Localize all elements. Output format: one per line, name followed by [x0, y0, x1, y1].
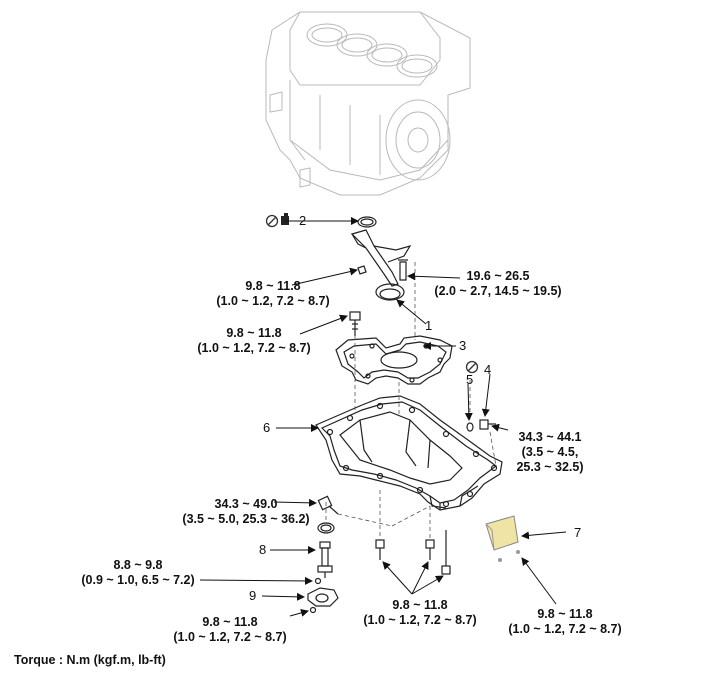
- baffle-bolt: [349, 311, 361, 336]
- engine-block: [265, 11, 471, 196]
- o-ring-symbol-icon: [281, 213, 289, 225]
- spec-pan-bolts: 9.8 ~ 11.8 (1.0 ~ 1.2, 7.2 ~ 8.7): [340, 598, 500, 628]
- spec-level-sensor-bolt: 9.8 ~ 11.8 (1.0 ~ 1.2, 7.2 ~ 8.7): [150, 615, 310, 645]
- part-number-1: 1: [425, 318, 433, 333]
- part-number-8: 8: [259, 542, 267, 557]
- spec-cover-bolts: 9.8 ~ 11.8 (1.0 ~ 1.2, 7.2 ~ 8.7): [485, 607, 645, 637]
- spec-line: (3.5 ~ 4.5,: [521, 445, 579, 459]
- spec-pan-side-bolt: 34.3 ~ 49.0 (3.5 ~ 5.0, 25.3 ~ 36.2): [161, 497, 331, 527]
- part-number-5: 5: [466, 372, 474, 387]
- drain-plug-gasket: [466, 422, 474, 432]
- spec-line: 8.8 ~ 9.8: [113, 558, 163, 572]
- spec-line: 34.3 ~ 44.1: [518, 430, 582, 444]
- spec-line: 34.3 ~ 49.0: [214, 497, 278, 511]
- pan-bolt-long: [441, 530, 451, 575]
- spec-line: 19.6 ~ 26.5: [466, 269, 530, 283]
- spec-drain-plug: 34.3 ~ 44.1 (3.5 ~ 4.5, 25.3 ~ 32.5): [500, 430, 600, 475]
- drain-plug: [479, 419, 496, 430]
- spec-line: 9.8 ~ 11.8: [245, 279, 301, 293]
- torque-legend: Torque : N.m (kgf.m, lb-ft): [14, 653, 166, 667]
- spec-line: 9.8 ~ 11.8: [226, 326, 282, 340]
- spec-line: (1.0 ~ 1.2, 7.2 ~ 8.7): [173, 630, 287, 644]
- spec-oil-screen-bolt: 19.6 ~ 26.5 (2.0 ~ 2.7, 14.5 ~ 19.5): [418, 269, 578, 299]
- pan-bolt: [425, 539, 435, 560]
- spec-line: (1.0 ~ 1.2, 7.2 ~ 8.7): [363, 613, 477, 627]
- sensor-plug: [314, 577, 322, 585]
- level-sensor-bolt: [309, 606, 317, 614]
- spec-baffle-bolt: 9.8 ~ 11.8 (1.0 ~ 1.2, 7.2 ~ 8.7): [174, 326, 334, 356]
- oil-pan-side-bolt: [317, 495, 339, 515]
- spec-line: (0.9 ~ 1.0, 6.5 ~ 7.2): [81, 573, 195, 587]
- spec-line: 9.8 ~ 11.8: [392, 598, 448, 612]
- do-not-reuse-icon: [465, 360, 479, 374]
- part-number-2: 2: [299, 213, 307, 228]
- sensor-o-ring: [317, 522, 335, 534]
- spec-line: (1.0 ~ 1.2, 7.2 ~ 8.7): [508, 622, 622, 636]
- part-number-7: 7: [574, 525, 582, 540]
- leader-lines: [199, 217, 567, 617]
- spec-line: (3.5 ~ 5.0, 25.3 ~ 36.2): [182, 512, 310, 526]
- oil-level-sensor: [317, 541, 333, 578]
- alignment-lines: [325, 262, 497, 540]
- cover-plate: [485, 515, 520, 562]
- part-number-9: 9: [249, 588, 257, 603]
- spec-line: (2.0 ~ 2.7, 14.5 ~ 19.5): [434, 284, 562, 298]
- spec-line: (1.0 ~ 1.2, 7.2 ~ 8.7): [197, 341, 311, 355]
- spec-line: 9.8 ~ 11.8: [202, 615, 258, 629]
- part-number-6: 6: [263, 420, 271, 435]
- spec-oil-screen-nut: 9.8 ~ 11.8 (1.0 ~ 1.2, 7.2 ~ 8.7): [193, 279, 353, 309]
- do-not-reuse-icon: [265, 214, 279, 228]
- spec-line: 9.8 ~ 11.8: [537, 607, 593, 621]
- level-sensor-bracket: [307, 587, 339, 607]
- pan-bolt: [375, 539, 385, 560]
- oil-screen-nut: [357, 265, 367, 275]
- oil-pan: [315, 395, 503, 511]
- spec-line: 25.3 ~ 32.5): [516, 460, 584, 474]
- part-number-4: 4: [484, 362, 492, 377]
- spec-sensor-plug: 8.8 ~ 9.8 (0.9 ~ 1.0, 6.5 ~ 7.2): [63, 558, 213, 588]
- spec-line: (1.0 ~ 1.2, 7.2 ~ 8.7): [216, 294, 330, 308]
- part-number-3: 3: [459, 338, 467, 353]
- oil-screen: [350, 229, 412, 301]
- baffle-plate: [335, 335, 453, 385]
